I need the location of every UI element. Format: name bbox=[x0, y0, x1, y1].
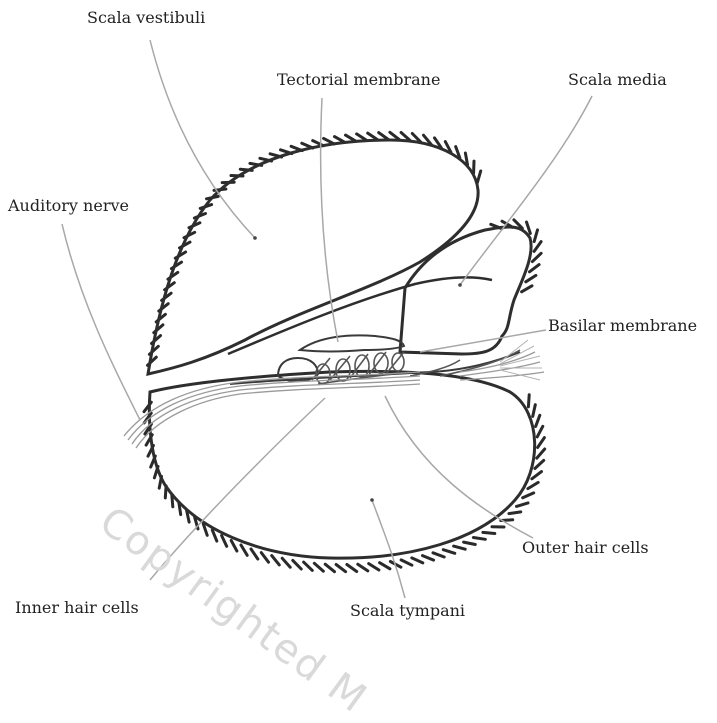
label-inner-hair-cells: Inner hair cells bbox=[15, 600, 139, 616]
hatch-stroke bbox=[522, 286, 532, 292]
hatch-stroke bbox=[433, 553, 444, 557]
hatch-stroke bbox=[293, 560, 301, 569]
hatch-stroke bbox=[536, 415, 540, 426]
cochlea-cross-section-diagram: Copyrighted M Scala vestibuli Tectorial … bbox=[0, 0, 717, 622]
hatch-stroke bbox=[304, 562, 313, 570]
hatch-stroke bbox=[509, 512, 521, 514]
hatch-stroke bbox=[535, 460, 544, 468]
hatch-stroke bbox=[477, 171, 480, 183]
leader-outer-hair-cells bbox=[385, 396, 533, 538]
hatch-stroke bbox=[483, 532, 495, 533]
hatch-stroke bbox=[401, 560, 412, 565]
hatch-stroke bbox=[537, 449, 545, 458]
hatch-stroke bbox=[526, 275, 536, 281]
hatch-stroke bbox=[241, 545, 247, 555]
hatch-stroke bbox=[517, 503, 529, 507]
hatch-stroke bbox=[523, 493, 534, 498]
hatch-stroke bbox=[538, 438, 545, 448]
scala-media-outline bbox=[400, 227, 531, 354]
label-scala-vestibuli: Scala vestibuli bbox=[87, 10, 205, 26]
hatch-stroke bbox=[380, 563, 390, 569]
hatch-stroke bbox=[534, 242, 541, 252]
label-basilar-membrane: Basilar membrane bbox=[548, 318, 697, 334]
leader-scala-tympani bbox=[372, 500, 405, 598]
label-auditory-nerve: Auditory nerve bbox=[8, 198, 129, 214]
hatch-stroke bbox=[336, 565, 346, 572]
hatch-stroke bbox=[261, 553, 268, 563]
nerve-fan-fibers bbox=[500, 340, 542, 380]
label-scala-tympani: Scala tympani bbox=[350, 603, 465, 619]
hatch-stroke bbox=[464, 542, 476, 544]
hatch-stroke bbox=[532, 472, 542, 479]
hatch-stroke bbox=[528, 482, 538, 488]
tectorial-membrane-shape bbox=[300, 335, 404, 351]
hatch-stroke bbox=[527, 222, 531, 233]
hatch-stroke bbox=[537, 426, 543, 437]
hatch-stroke bbox=[222, 536, 227, 547]
hatch-stroke bbox=[231, 541, 237, 552]
hatch-stroke bbox=[530, 265, 540, 272]
hatch-stroke bbox=[325, 564, 334, 572]
hatch-stroke bbox=[532, 253, 541, 261]
hatch-stroke bbox=[212, 530, 217, 541]
scala-vestibuli-outline bbox=[148, 140, 478, 374]
hatch-stroke bbox=[358, 564, 368, 571]
hatch-stroke bbox=[528, 395, 529, 407]
label-outer-hair-cells: Outer hair cells bbox=[522, 540, 649, 556]
hatch-stroke bbox=[272, 556, 280, 565]
hatch-stroke bbox=[412, 558, 423, 563]
label-tectorial-membrane: Tectorial membrane bbox=[277, 72, 440, 88]
hatch-stroke bbox=[369, 564, 379, 570]
hatch-stroke bbox=[347, 565, 357, 572]
diagram-canvas bbox=[0, 0, 717, 622]
leader-auditory-nerve bbox=[62, 224, 140, 420]
hatch-stroke bbox=[314, 563, 323, 571]
leader-inner-hair-cells bbox=[150, 398, 325, 580]
label-scala-media: Scala media bbox=[568, 72, 667, 88]
scala-tympani-outline bbox=[149, 371, 534, 558]
hatch-stroke bbox=[251, 549, 258, 559]
hatch-stroke bbox=[533, 405, 536, 417]
hatch-stroke bbox=[282, 558, 290, 567]
hatch-stroke bbox=[534, 230, 537, 242]
hatch-stroke bbox=[454, 546, 466, 549]
leader-scala-media bbox=[460, 96, 592, 285]
hatch-stroke bbox=[443, 550, 455, 554]
hatch-stroke bbox=[423, 556, 434, 561]
hatch-stroke bbox=[473, 538, 485, 540]
